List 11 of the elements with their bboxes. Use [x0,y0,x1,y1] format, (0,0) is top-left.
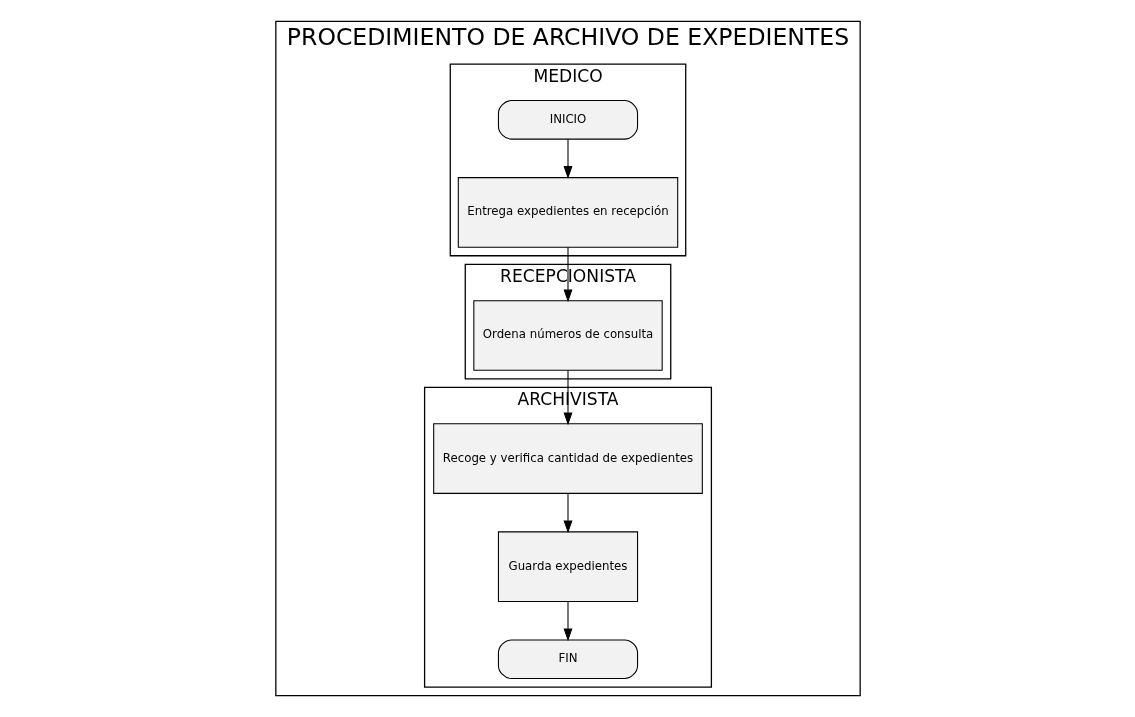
node-box: INICIO [497,100,638,140]
node-box: Recoge y verifica cantidad de expedientes [432,423,703,494]
node-box: FIN [497,639,638,679]
arrow [563,138,572,179]
arrow [563,246,572,303]
node-box: Entrega expedientes en recepción [457,177,678,248]
arrow [563,370,572,426]
arrow [563,601,572,642]
node-box: Guarda expedientes [497,531,638,602]
arrow [563,492,572,534]
node-box: Ordena números de consulta [472,300,663,371]
